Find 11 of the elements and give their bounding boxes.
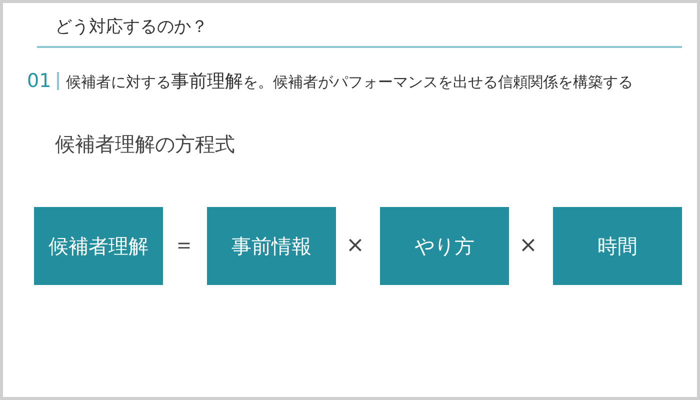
term-box: 事前情報 <box>207 207 336 285</box>
term-box: 候補者理解 <box>34 207 163 285</box>
operator: × <box>346 232 364 260</box>
subheading: 候補者理解の方程式 <box>55 132 235 157</box>
term-box: やり方 <box>380 207 509 285</box>
section-heading: 候補者に対する事前理解を。候補者がパフォーマンスを出せる信頼関係を構築する <box>66 70 633 94</box>
operator: × <box>519 232 538 260</box>
slide-title: どう対応するのか？ <box>55 16 208 38</box>
section-number: 01 <box>27 70 52 93</box>
operator: ＝ <box>173 232 195 260</box>
term-box: 時間 <box>553 207 682 285</box>
